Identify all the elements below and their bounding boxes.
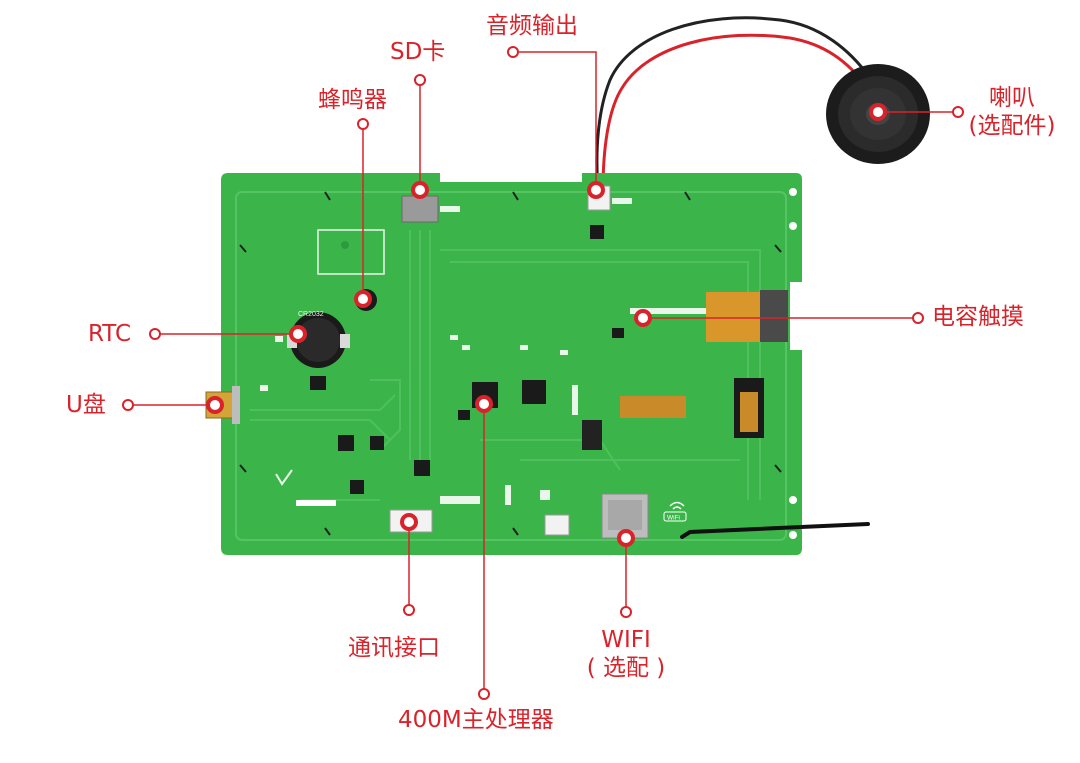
speaker-cable-black [595,16,872,191]
label-wifi-note: ( 选配 ) [586,655,666,681]
label-cpu: 400M主处理器 [398,707,554,733]
label-wifi: WIFI ( 选配 ) [566,626,686,682]
label-comm: 通讯接口 [348,635,440,661]
wifi-silk-label: WiFi [667,515,680,522]
battery-silk-label: CR2032 [298,311,324,318]
label-usb: U盘 [66,392,106,418]
label-touch: 电容触摸 [932,304,1024,330]
certification-mark-icon [275,469,293,486]
pcb-board: CR2032 [205,173,870,555]
label-wifi-name: WIFI [601,627,651,653]
label-rtc: RTC [88,321,132,347]
label-sd-card: SD卡 [390,39,446,65]
label-audio-out: 音频输出 [486,13,578,39]
label-speaker: 喇叭 (选配件) [962,84,1062,140]
label-buzzer: 蜂鸣器 [318,87,387,113]
label-speaker-note: (选配件) [968,113,1056,139]
wifi-logo-icon: WiFi [663,501,687,522]
speaker-cable-red [601,33,868,191]
label-speaker-name: 喇叭 [989,85,1035,111]
